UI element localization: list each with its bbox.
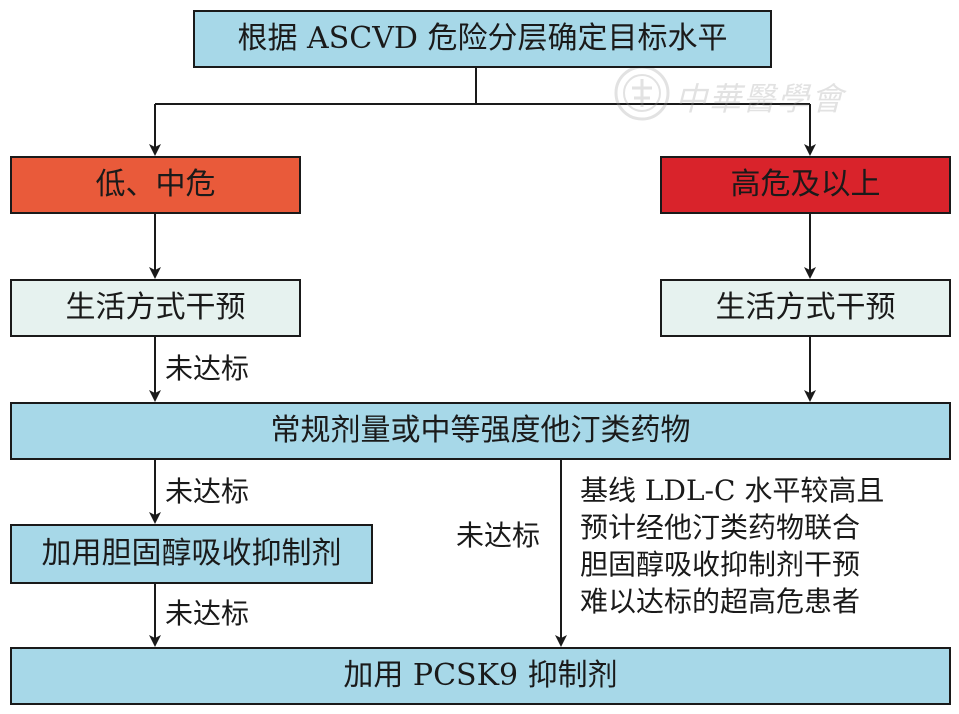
lifestyle-right-box: 生活方式干预 [660,279,951,337]
not-met-label-1: 未达标 [165,352,250,385]
ultra-high-risk-note: 基线 LDL-C 水平较高且 预计经他汀类药物联合 胆固醇吸收抑制剂干预 难以达… [580,472,884,620]
target-level-label: 根据 ASCVD 危险分层确定目标水平 [237,21,728,56]
not-met-label-2: 未达标 [165,475,250,508]
society-seal-icon [614,65,670,121]
statin-box: 常规剂量或中等强度他汀类药物 [10,402,951,460]
not-met-label-3: 未达标 [165,597,250,630]
note-line-4: 难以达标的超高危患者 [580,585,861,618]
pcsk9-label: 加用 PCSK9 抑制剂 [343,658,618,693]
statin-label: 常规剂量或中等强度他汀类药物 [270,413,691,448]
ezetimibe-box: 加用胆固醇吸收抑制剂 [10,524,373,584]
low-mid-risk-label: 低、中危 [95,167,216,202]
note-line-1: 基线 LDL-C 水平较高且 [580,474,885,507]
society-watermark: 中華醫學會 [613,64,843,126]
not-met-label-4: 未达标 [456,519,541,552]
note-line-2: 预计经他汀类药物联合 [580,511,861,544]
note-line-3: 胆固醇吸收抑制剂干预 [580,548,861,581]
high-risk-label: 高危及以上 [730,167,881,202]
lifestyle-left-label: 生活方式干预 [65,290,246,325]
low-mid-risk-box: 低、中危 [10,156,301,214]
lifestyle-left-box: 生活方式干预 [10,279,301,337]
target-level-box: 根据 ASCVD 危险分层确定目标水平 [193,10,772,68]
high-risk-box: 高危及以上 [660,156,951,214]
ezetimibe-label: 加用胆固醇吸收抑制剂 [41,536,342,571]
lifestyle-right-label: 生活方式干预 [715,290,896,325]
watermark-text: 中華醫學會 [675,80,846,118]
pcsk9-box: 加用 PCSK9 抑制剂 [10,647,951,705]
